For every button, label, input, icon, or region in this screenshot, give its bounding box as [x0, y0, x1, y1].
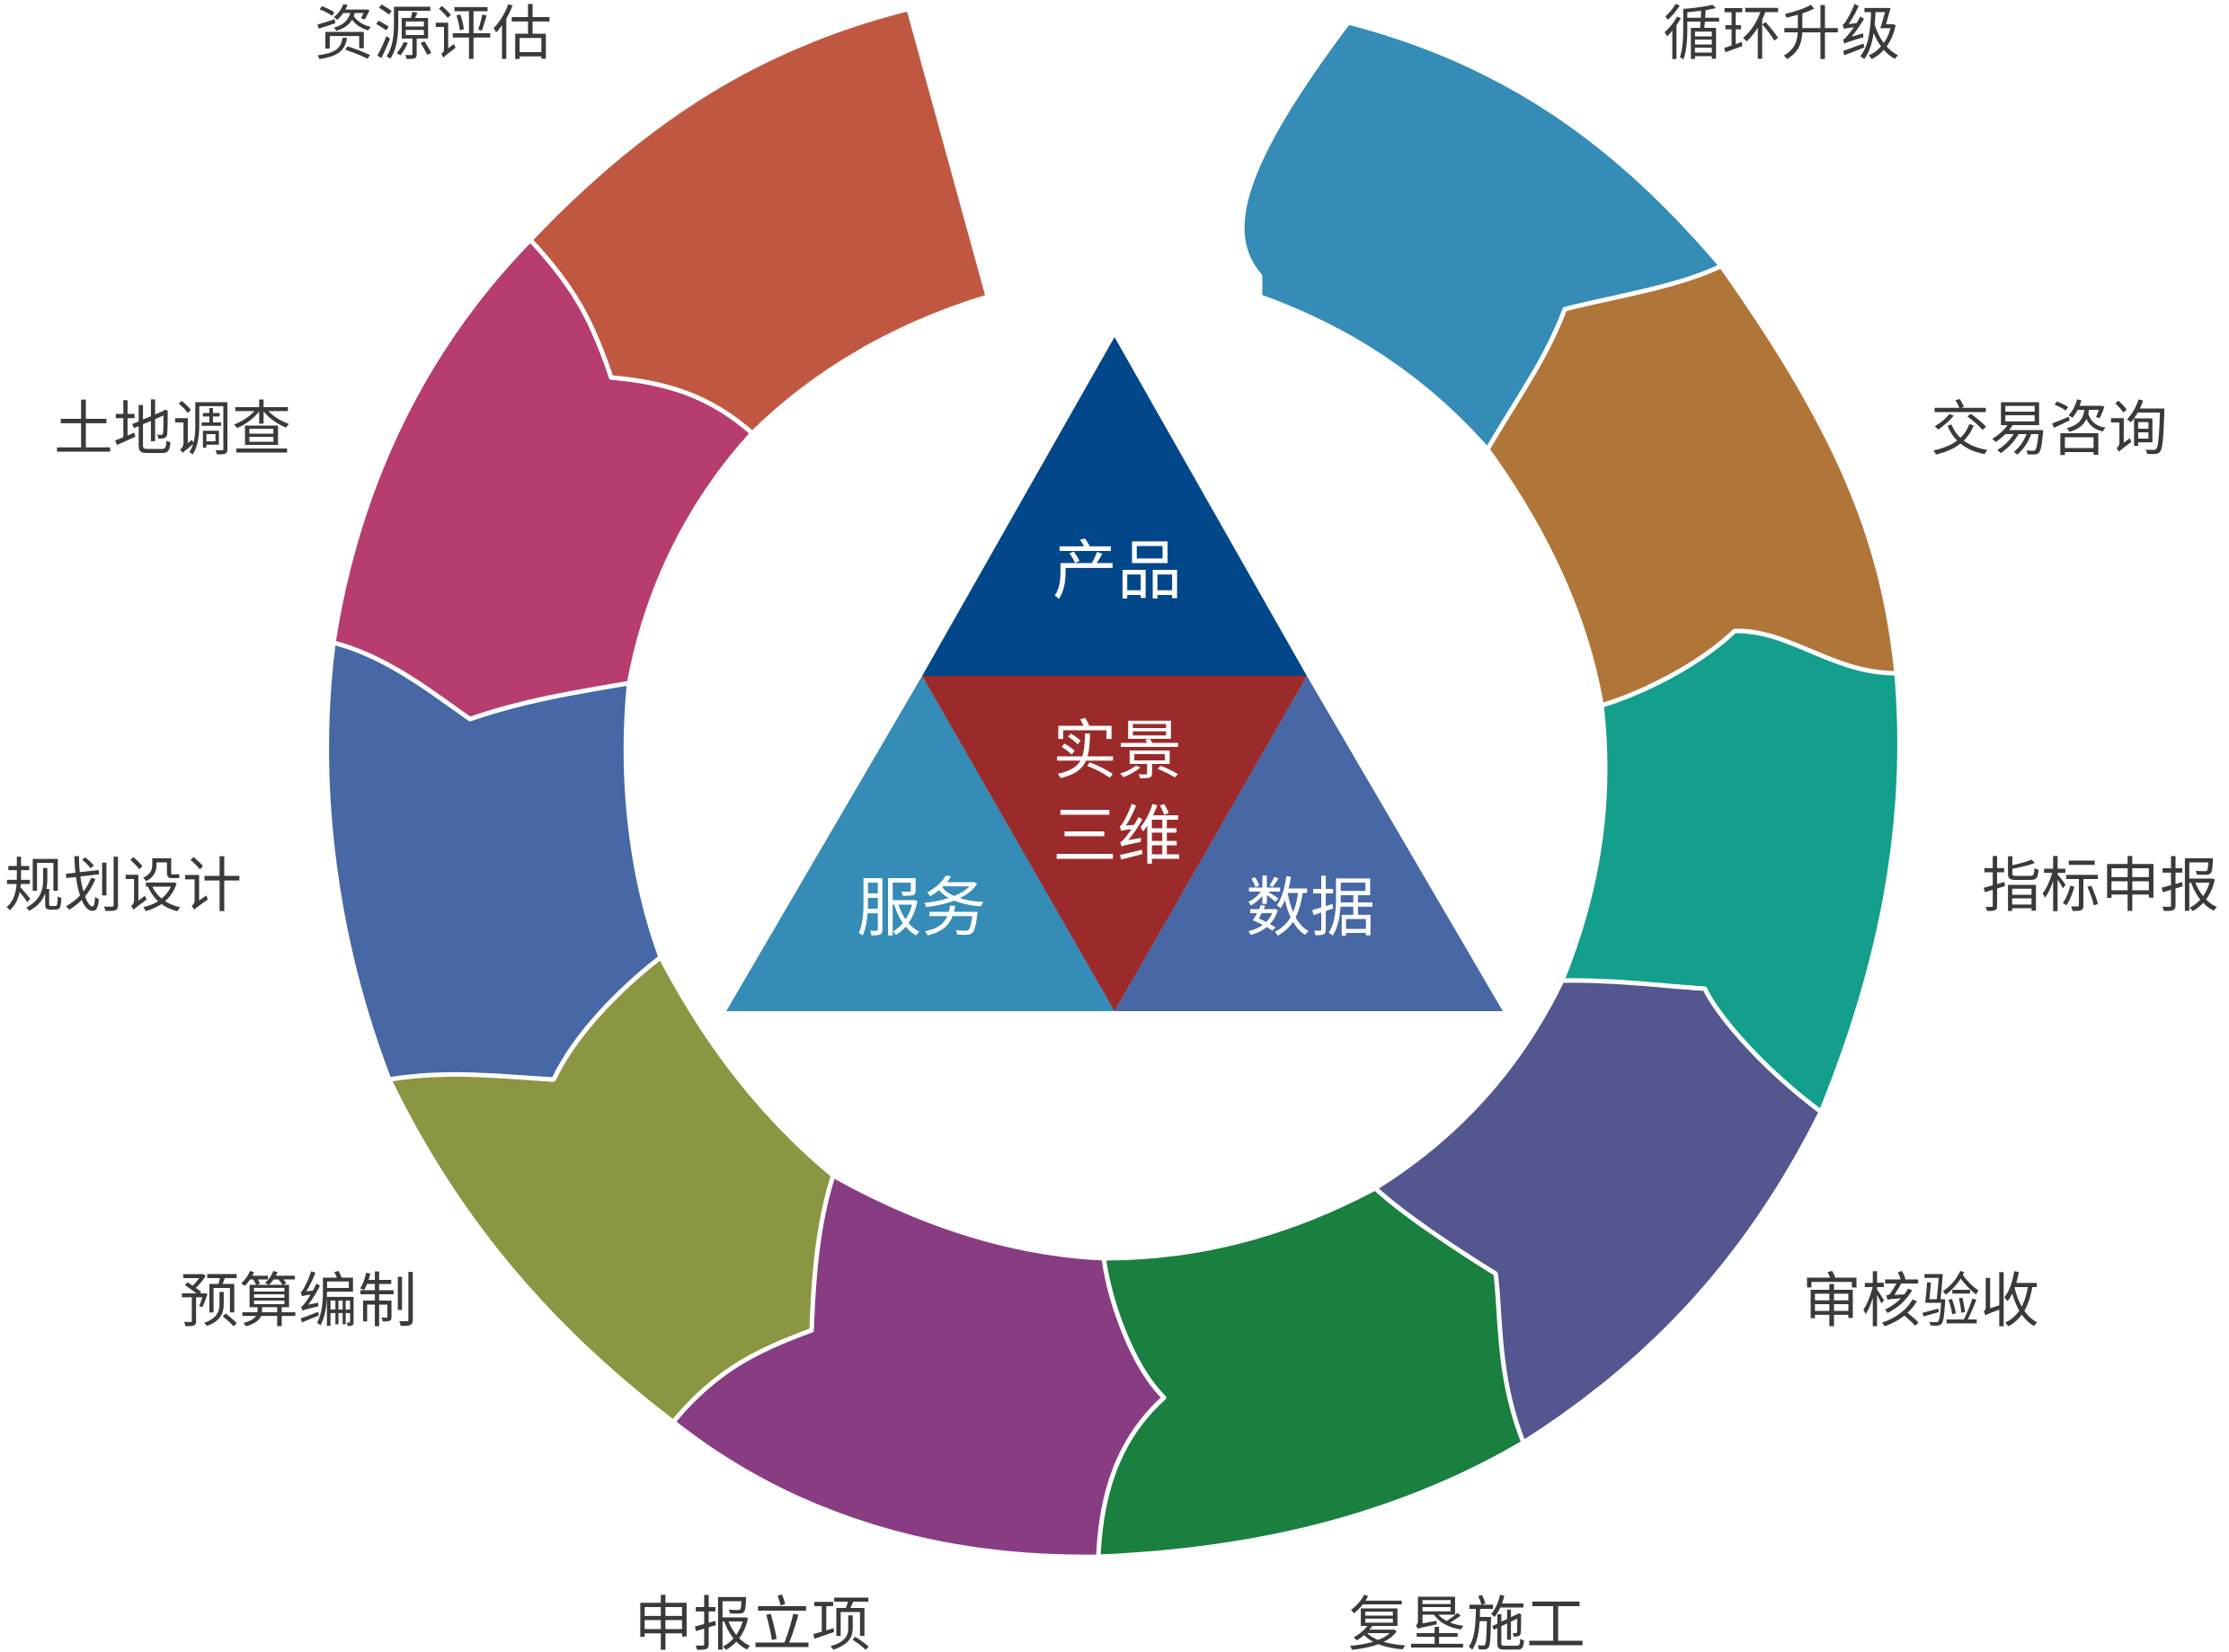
label-shenbao-lixiang: 申报立项: [634, 1590, 871, 1652]
label-tudi-diaocha: 土地调查: [54, 395, 291, 464]
label-data: 数据: [1246, 870, 1375, 946]
segment-yusuan-bianzhi[interactable]: [386, 955, 836, 1425]
ring-segments: [324, 6, 1902, 1559]
label-realscene-line1: 实景: [1052, 713, 1182, 788]
triangle-top-product[interactable]: [922, 337, 1307, 676]
triangle-left-service[interactable]: [726, 676, 1114, 1011]
label-service: 服务: [857, 870, 986, 946]
segment-zhibiao-shenbao[interactable]: [1559, 628, 1902, 1115]
segment-ziyuan-pinggu[interactable]: [528, 6, 990, 436]
segment-fuken-shigong[interactable]: [1096, 1186, 1526, 1559]
segment-jiaoyi-zixun[interactable]: [1485, 263, 1899, 708]
triangle-center-realscene[interactable]: [922, 676, 1307, 1011]
label-guihua-sheji: 规划设计: [4, 851, 242, 920]
label-realscene-line2: 三维: [1052, 798, 1182, 874]
segment-shenbao-lixiang[interactable]: [670, 1173, 1167, 1559]
label-xunhuan-shengji: 循环升级: [1663, 0, 1900, 68]
triangle-right-data[interactable]: [1114, 676, 1503, 1011]
center-triangle: 产品 实景 三维 服务 数据: [726, 337, 1503, 1011]
segment-guihua-sheji[interactable]: [324, 640, 663, 1082]
stage-labels: 循环升级 交易咨询 指标申报 审核验收 复垦施工 申报立项 预算编制 规划设计 …: [4, 0, 2219, 1652]
label-yusuan-bianzhi: 预算编制: [180, 1266, 417, 1336]
label-zhibiao-shenbao: 指标申报: [1982, 851, 2219, 920]
segment-tudi-diaocha[interactable]: [331, 237, 755, 722]
label-ziyuan-pinggu: 资源评估: [315, 0, 552, 68]
label-shenhe-yanshou: 审核验收: [1802, 1266, 2039, 1336]
label-fuken-shigong: 复垦施工: [1348, 1590, 1585, 1652]
label-product: 产品: [1052, 533, 1182, 608]
segment-shenhe-yanshou[interactable]: [1372, 978, 1824, 1445]
label-jiaoyi-zixun: 交易咨询: [1931, 395, 2168, 464]
